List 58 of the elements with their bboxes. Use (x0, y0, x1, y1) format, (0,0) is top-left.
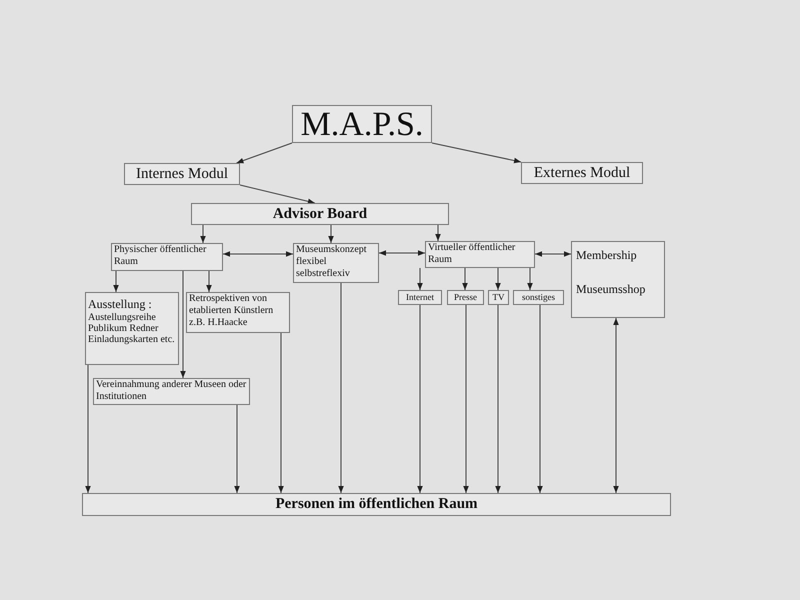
module-box (521, 162, 643, 184)
process-box (293, 243, 379, 283)
process-box (85, 292, 179, 365)
arrow (234, 404, 240, 494)
box-text: sonstiges (522, 290, 555, 304)
arrow (417, 304, 423, 494)
board-box (191, 203, 449, 225)
arrow (85, 364, 91, 494)
title-box (292, 105, 432, 143)
box-text: Retrospektiven von etablierten Künstlern z.B. H.Haacke (189, 293, 274, 329)
process-box (111, 243, 223, 271)
box-text: Vereinnahmung anderer Museen oder Institutionen (96, 379, 247, 403)
target-box (82, 493, 671, 516)
box-heading: Ausstellung : (88, 297, 153, 312)
box-text: Advisor Board (272, 204, 368, 224)
arrow (417, 268, 423, 290)
box-text: Internet (406, 290, 434, 304)
box-text: Museumskonzept flexibel selbstreflexiv (296, 244, 368, 280)
process-box (425, 241, 535, 268)
arrow (222, 251, 294, 257)
channel-box (488, 290, 509, 305)
arrow (278, 332, 284, 494)
box-text: Austellungsreihe Publikum Redner Einladungskarten etc. (88, 312, 176, 345)
channel-box (398, 290, 442, 305)
process-box (571, 241, 665, 318)
box-text: Virtueller öffentlicher Raum (428, 242, 516, 266)
box-text: M.A.P.S. (300, 104, 424, 144)
arrow (534, 251, 572, 257)
arrow (378, 250, 426, 256)
arrow (240, 184, 316, 204)
arrow (463, 304, 469, 494)
box-text: TV (492, 290, 504, 304)
arrow (462, 268, 468, 290)
arrow (338, 282, 344, 494)
box-text: Personen im öffentlichen Raum (275, 495, 478, 514)
channel-box (447, 290, 484, 305)
arrow (206, 270, 212, 292)
arrow (495, 304, 501, 494)
box-text: Externes Modul (534, 164, 630, 183)
arrow (180, 270, 186, 378)
arrow (200, 224, 206, 244)
box-text: Presse (454, 290, 477, 304)
arrow (236, 142, 292, 164)
arrow (432, 142, 522, 164)
box-text: Museumsshop (576, 281, 646, 298)
arrow (328, 224, 334, 244)
arrow (113, 270, 119, 292)
process-box (186, 292, 290, 333)
box-heading: Membership (576, 247, 638, 264)
arrow (527, 268, 533, 290)
arrow (435, 224, 441, 242)
box-text: Internes Modul (136, 164, 228, 184)
box-text: Physischer öffentlicher Raum (114, 244, 208, 268)
channel-box (513, 290, 564, 305)
module-box (124, 163, 240, 185)
arrow (537, 304, 543, 494)
arrow (495, 268, 501, 290)
arrow (613, 318, 619, 494)
